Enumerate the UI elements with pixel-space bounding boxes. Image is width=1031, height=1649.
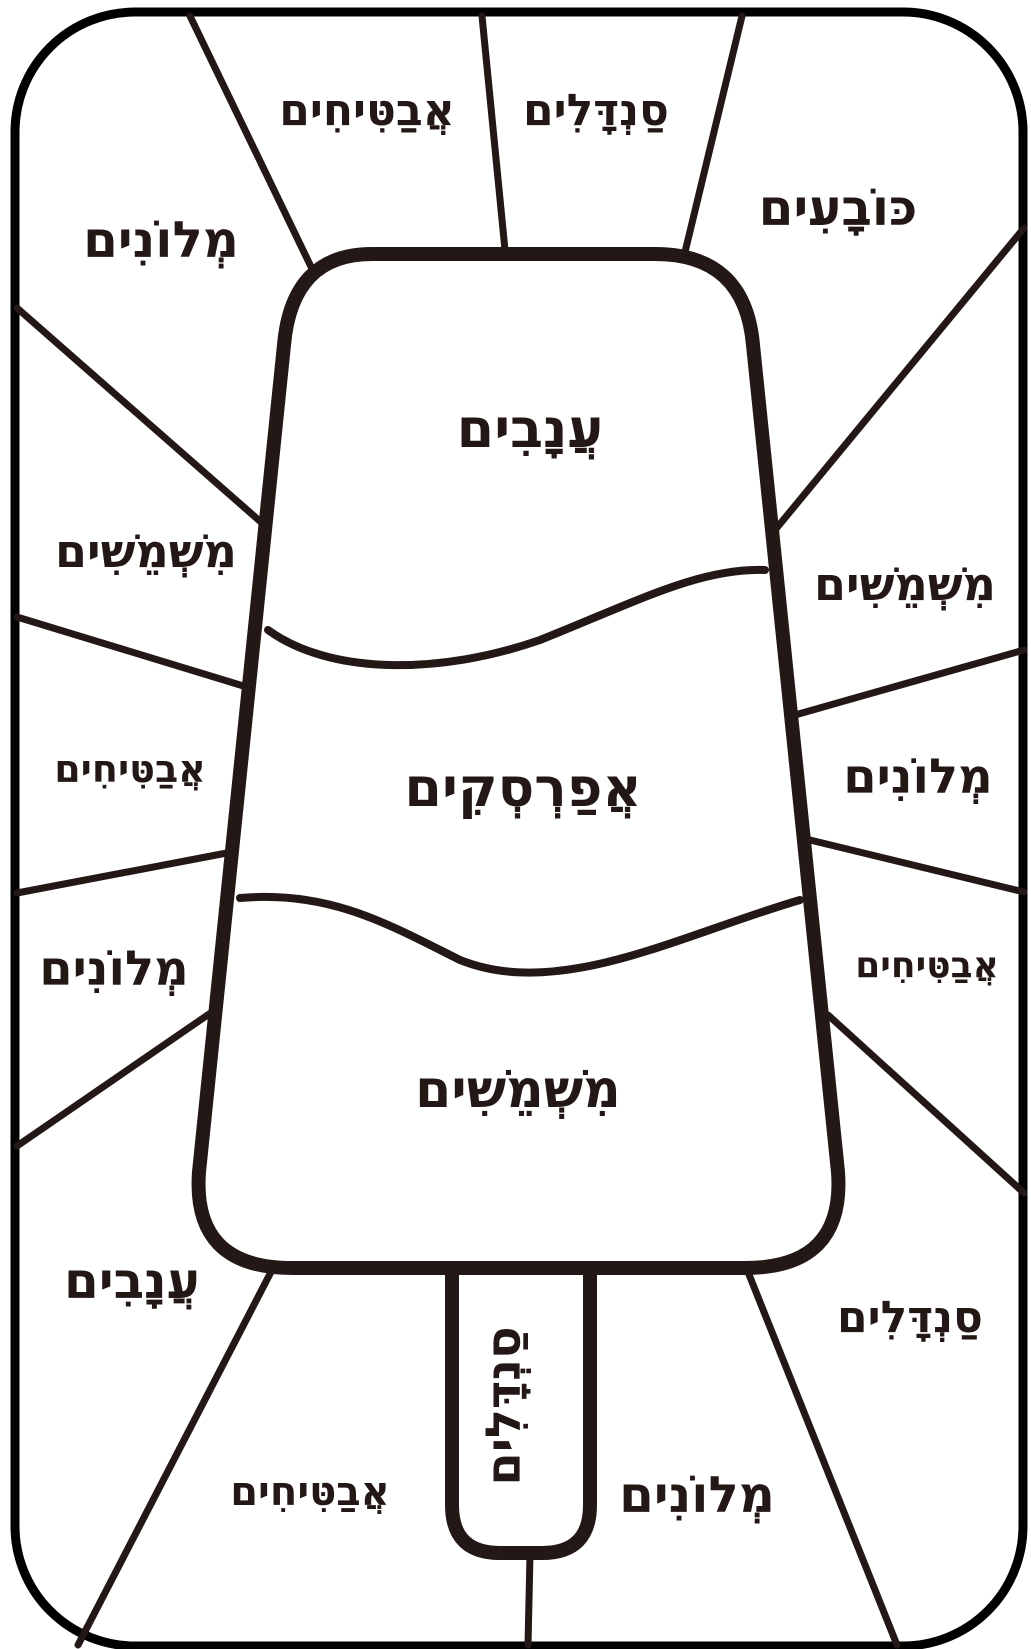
word-popsicle-top: עֲנָבִים [457, 397, 604, 460]
word-popsicle-stick: סַנְדָּלִים [476, 1326, 532, 1485]
word-left-1: מִשְׁמֵשִׁים [55, 524, 237, 578]
word-right-2: מְלוֹנִים [843, 749, 993, 805]
word-left-2: אֲבַטִּיחִים [54, 747, 206, 791]
word-top-2: אֲבַטִּיחִים [279, 85, 455, 136]
word-bottom-2: מְלוֹנִים [619, 1466, 775, 1524]
word-top-4: כּוֹבָעִים [759, 179, 918, 237]
word-right-1: מִשְׁמֵשִׁים [814, 557, 996, 611]
word-right-3: אֲבַטִּיחִים [855, 945, 999, 986]
word-popsicle-middle: אֲפַרְסְקִים [404, 756, 641, 819]
word-left-4: עֲנָבִים [64, 1252, 200, 1310]
word-top-1: מְלוֹנִים [83, 211, 239, 269]
word-bottom-1: אֲבַטִּיחִים [230, 1469, 390, 1515]
word-top-3: סַנְדָּלִים [523, 85, 669, 136]
word-left-3: מְלוֹנִים [39, 941, 189, 997]
word-popsicle-bottom: מִשְׁמֵשִׁים [415, 1060, 621, 1120]
word-right-4: סַנְדָּלִים [837, 1292, 983, 1343]
